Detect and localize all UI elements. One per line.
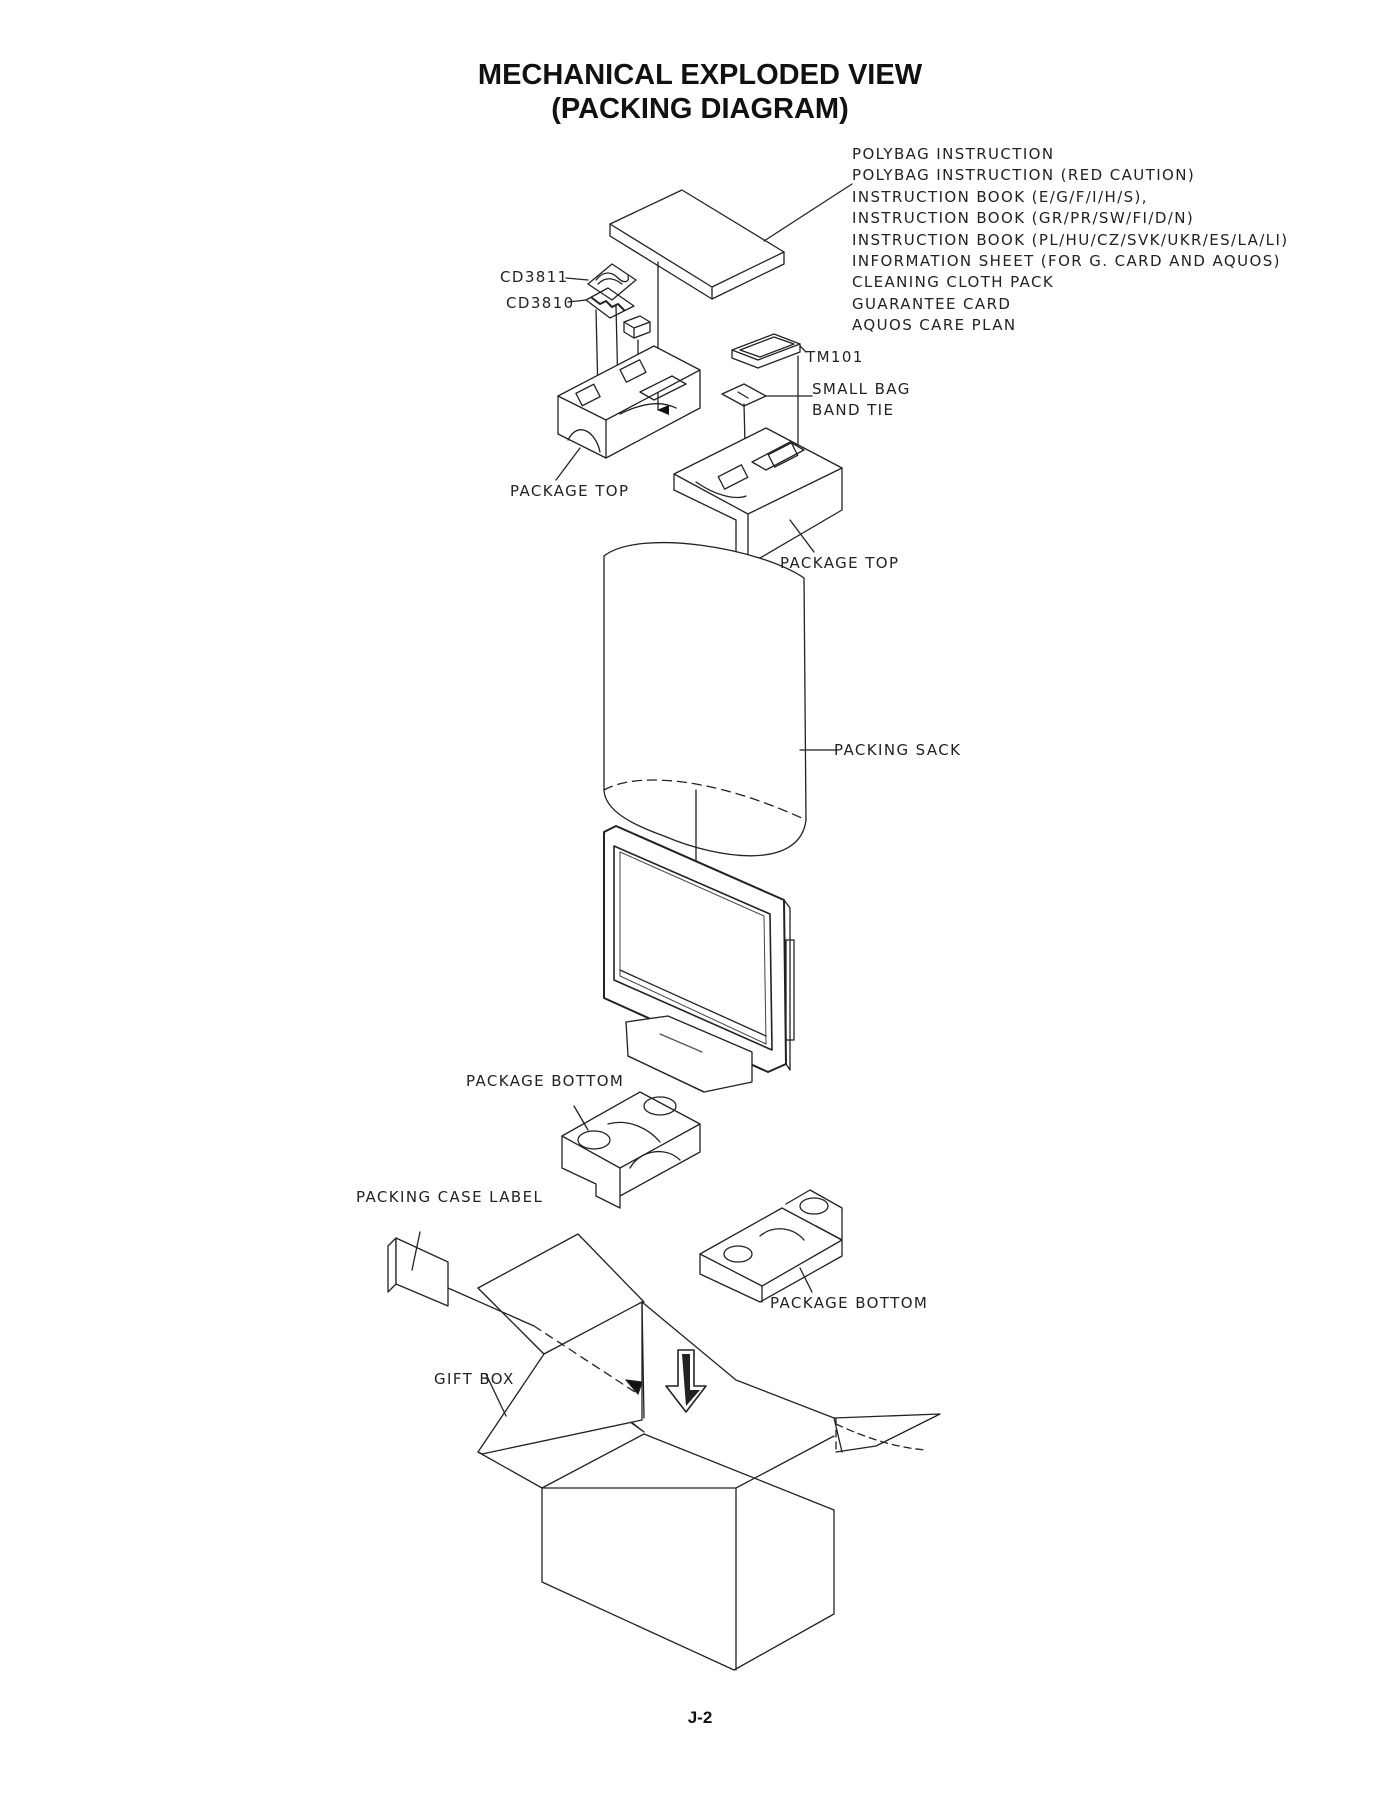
- label-package-top-right: PACKAGE TOP: [780, 554, 900, 572]
- instruction-parts-list: POLYBAG INSTRUCTION POLYBAG INSTRUCTION …: [852, 144, 1289, 337]
- label-package-bottom-right: PACKAGE BOTTOM: [770, 1294, 929, 1312]
- parts-list-item: INSTRUCTION BOOK (GR/PR/SW/FI/D/N): [852, 209, 1195, 228]
- parts-list-item: INFORMATION SHEET (FOR G. CARD AND AQUOS…: [852, 252, 1281, 271]
- label-packing-sack: PACKING SACK: [834, 741, 962, 759]
- label-small-bag: SMALL BAG: [812, 380, 911, 398]
- label-package-top-left: PACKAGE TOP: [510, 482, 630, 500]
- label-cd3811: CD3811: [500, 268, 569, 286]
- package-bottom-left: [561, 1091, 701, 1209]
- page-number: J-2: [687, 1708, 713, 1727]
- cd3810-cable: [567, 287, 635, 399]
- lcd-television: [603, 789, 795, 1093]
- parts-list-item: POLYBAG INSTRUCTION: [852, 145, 1055, 163]
- parts-list-item: AQUOS CARE PLAN: [852, 316, 1017, 335]
- label-band-tie: BAND TIE: [812, 401, 895, 419]
- parts-list-item: POLYBAG INSTRUCTION (RED CAUTION): [852, 166, 1196, 185]
- package-top-left: [555, 345, 701, 481]
- parts-list-item: CLEANING CLOTH PACK: [852, 273, 1055, 292]
- label-cd3810: CD3810: [506, 294, 575, 312]
- label-gift-box: GIFT BOX: [434, 1370, 515, 1388]
- package-bottom-right: [699, 1189, 843, 1303]
- parts-list-item: INSTRUCTION BOOK (E/G/F/I/H/S),: [852, 187, 1148, 206]
- package-top-right: [673, 427, 843, 559]
- packing-sack: [603, 541, 837, 857]
- gift-box: [447, 1233, 941, 1671]
- page-title-line2: (PACKING DIAGRAM): [551, 93, 849, 125]
- label-tm101: TM101: [806, 348, 864, 366]
- packing-case-label: [387, 1231, 449, 1307]
- label-package-bottom-left: PACKAGE BOTTOM: [466, 1072, 625, 1090]
- page-title-line1: MECHANICAL EXPLODED VIEW: [477, 59, 923, 91]
- parts-list-item: INSTRUCTION BOOK (PL/HU/CZ/SVK/UKR/ES/LA…: [852, 230, 1289, 249]
- cd3811-cable: [565, 263, 637, 301]
- parts-list-item: GUARANTEE CARD: [852, 294, 1012, 313]
- label-packing-case-label: PACKING CASE LABEL: [356, 1188, 544, 1206]
- tm101-remote: [731, 333, 809, 471]
